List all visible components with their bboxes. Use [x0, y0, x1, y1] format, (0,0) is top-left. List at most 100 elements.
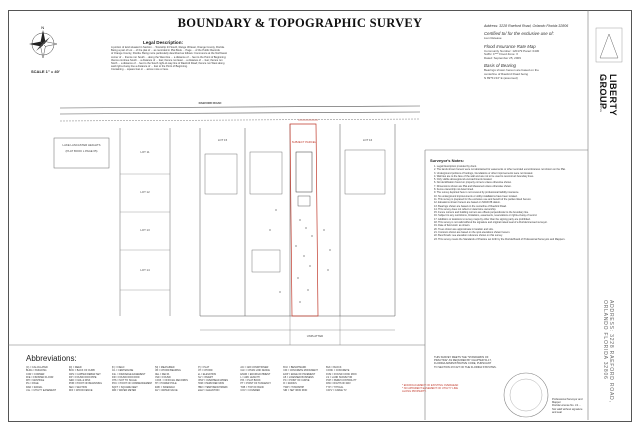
- abbreviation-item: POC = POINT OF COMMENCEMENT: [111, 382, 152, 386]
- note-item: 7. Dimensions shown are Plat and Measure…: [434, 184, 512, 188]
- abbreviation-item: MH = MANHOLE: [26, 379, 45, 383]
- abbreviation-item: PT = POINT OF TANGENCY: [240, 382, 272, 386]
- surveyor-seal-icon: [503, 372, 549, 418]
- bearing-line: Bearings shown hereon are based on the: [484, 68, 539, 73]
- note-item: 17. Additions or deletions to survey map…: [434, 217, 531, 221]
- abbreviation-item: BOC = BACK OF CURB: [68, 369, 95, 373]
- note-item: 3. Underground portions of footings, fou…: [434, 171, 533, 175]
- note-item: 4. Wall ties are to the face of the wall…: [434, 174, 534, 178]
- legal-line: A portion of land situated in Section ..…: [111, 46, 225, 49]
- abbreviation-item: COR = CORNER: [26, 372, 45, 376]
- note-item: 6. No identification found on property c…: [434, 181, 512, 185]
- bearing-heading: Basis of Bearing: [484, 63, 516, 69]
- surveyor-notes-heading: Surveyor's Notes:: [430, 158, 465, 163]
- scale-label: SCALE 1" = 40': [31, 69, 60, 74]
- signature-line: Florida License No. LS ...: [552, 404, 582, 408]
- abbreviation-item: W/F = WOOD FENCE: [68, 389, 93, 393]
- abbreviation-item: INV = INVERT: [197, 375, 213, 379]
- red-note-line: ALONG PROPERTY.: [402, 390, 427, 394]
- abbreviation-item: FND = FOUND: [154, 375, 171, 379]
- sheet-border: [8, 10, 632, 422]
- abbreviation-item: (F) = FIELD: [111, 366, 125, 369]
- abbreviation-item: LB = LICENSED BUSINESS: [283, 375, 314, 379]
- company-block: LIBERTY GROUP LAND SURVEYING & MAPPING: [592, 74, 622, 154]
- note-item: 15. Fence corners and building corners a…: [434, 211, 529, 215]
- abbreviation-item: WV = WATER VALVE: [154, 389, 178, 393]
- note-item: 2. The lands shown hereon were not abstr…: [434, 168, 566, 172]
- note-item: 16. Subject to any restrictions, limitat…: [434, 214, 538, 218]
- abbreviation-item: CLF = CHAIN LINK FENCE: [240, 369, 270, 373]
- abbreviation-item: CRS = CAPPED REBAR SET: [68, 372, 101, 376]
- statement-line: TO SECTION 472.027 OF THE FLORIDA STATUT…: [434, 365, 497, 369]
- abbreviation-item: (D) = DEED: [68, 366, 82, 369]
- bearing-line: N 89°51'44" E (assumed): [484, 75, 518, 80]
- signature-line: Professional Surveyor and Mapper: [552, 398, 583, 405]
- lot-label: LOT 13: [140, 228, 150, 232]
- legal-line: said right-of-way line a distance of ...…: [111, 65, 188, 69]
- encroachment-notes: * ENCROACHMENT OF EXISTING OVERHEAD * NO…: [402, 384, 458, 394]
- company-subtitle: LAND SURVEYING & MAPPING: [599, 74, 602, 113]
- legal-line: thence continue South ... a distance of …: [111, 58, 223, 62]
- statement-line: FLORIDA ADMINISTRATIVE CODE, PURSUANT: [434, 362, 492, 366]
- abbreviation-item: O.R.B. = OFFICIAL RECORDS: [154, 379, 188, 383]
- signature-line: Not valid without signature and seal: [552, 407, 583, 414]
- legal-line: Containing ... square feet or ... acres …: [111, 68, 169, 72]
- abbreviation-item: TOB = TOP OF BANK: [240, 385, 264, 389]
- abbreviation-item: B.M. = BENCHMARK: [283, 366, 307, 369]
- note-item: 13. Bearings shown are based on the cent…: [434, 204, 507, 208]
- lake-label: LAKE LANCASTER HEIGHTS: [62, 143, 101, 147]
- survey-title: BOUNDARY & TOPOGRAPHIC SURVEY: [177, 16, 423, 30]
- flood-line: Community Number: 120179 Panel: 0430: [484, 48, 540, 53]
- abbreviation-item: P.B. = PLAT BOOK: [240, 379, 261, 383]
- abbreviation-item: FFE = FINISHED FLOOR: [26, 375, 54, 379]
- note-item: 20. Trees shown are approximate in locat…: [434, 227, 494, 231]
- abbreviation-item: A/C = AIR CONDITIONER: [240, 366, 269, 369]
- abbreviation-item: COV = COVERED: [240, 389, 261, 393]
- note-item: 9. The survey depicted here is not cover…: [434, 191, 520, 195]
- abbreviation-item: WM = WATER METER: [111, 389, 137, 393]
- note-item: 23. This survey meets the Standards of P…: [434, 237, 566, 241]
- abbreviation-item: CONC = CONCRETE: [326, 369, 350, 373]
- abbreviation-item: POB = POINT OF BEGINNING: [68, 382, 102, 386]
- note-item: 1. Legal Description provided by client.: [434, 165, 477, 168]
- legal-description-text: A portion of land situated in Section ..…: [111, 46, 411, 72]
- abbreviation-item: PC = POINT OF CURVE: [283, 379, 310, 383]
- statement-line: THIS SURVEY MEETS THE "STANDARDS OF: [434, 356, 489, 359]
- north-arrow-icon: N: [29, 25, 58, 59]
- bearing-line: centerline of Raeford Road being: [484, 71, 529, 76]
- abbreviation-item: TYP = TYPICAL: [326, 385, 344, 389]
- abbreviation-item: LS = LAND SURVEYOR: [326, 375, 353, 379]
- note-item: 21. Contours shown are based on the spot…: [434, 230, 511, 234]
- abbreviation-item: D.E. = DRAINAGE EASEMENT: [111, 372, 146, 376]
- abbreviation-item: ELEV = ELEVATION: [197, 389, 220, 393]
- abbreviation-item: R/W = RIGHT-OF-WAY: [326, 382, 351, 386]
- abbreviation-item: N&D = NAIL & DISK: [68, 379, 91, 383]
- abbreviation-item: SEC = SECTION: [68, 385, 88, 389]
- legal-line: of Orange County, Florida. Being more pa…: [111, 52, 228, 56]
- abbreviation-item: EL = ELEVATION: [197, 372, 217, 376]
- abbreviation-item: CH = CHORD: [197, 369, 213, 373]
- side-address: ADDRESS: 3228 RAEFORD ROAD, ORLANDO FLOR…: [602, 300, 614, 403]
- abbreviation-item: PCP = PERM CONTROL PT: [326, 379, 357, 383]
- lot-label: LOT 15: [217, 138, 228, 142]
- abbreviation-item: FCM = FOUND CONC MON: [326, 372, 357, 376]
- abbreviation-item: CM = CONCRETE MONUMENT: [283, 369, 318, 373]
- lot-label: LOT 14: [140, 268, 150, 272]
- abbreviation-item: PRM = PERM REF MON: [197, 382, 225, 386]
- abbreviation-item: PP = POWER POLE: [154, 382, 177, 386]
- lot-label: LOT 12: [140, 190, 150, 194]
- flood-line: Dated: September 25, 2009: [484, 55, 521, 60]
- legal-line: corner of ... thence run South ... along…: [111, 55, 227, 59]
- note-item: 19. Date of field work: as shown.: [434, 224, 471, 228]
- note-item: 8. Fence ownership not determined.: [434, 188, 474, 192]
- flood-line: Suffix: F*** Flood Zone: X: [484, 52, 519, 57]
- abbreviation-item: TWP = TOWNSHIP: [283, 385, 305, 389]
- abbreviation-item: FIR = FOUND IRON ROD: [111, 375, 140, 379]
- certified-heading: Certified to/ for the exclusive use of:: [484, 31, 554, 36]
- red-note-line: * NO APPARENT EASEMENT OF UTILITY LINE: [402, 387, 459, 391]
- abbreviation-item: BLK = BLOCK: [326, 366, 342, 369]
- abbreviation-item: PG = PAGE: [26, 382, 39, 386]
- abbreviation-item: TBM = TEMP BENCHMARK: [197, 385, 228, 389]
- legal-description-heading: Legal Description:: [143, 40, 184, 45]
